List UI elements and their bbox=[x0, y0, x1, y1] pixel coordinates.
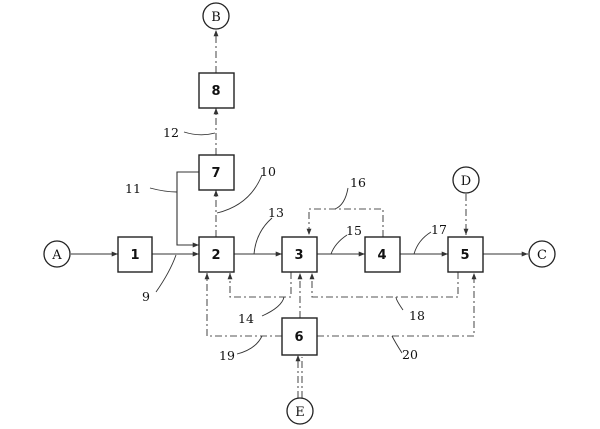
terminal-a: A bbox=[43, 240, 71, 268]
stream-label-9: 9 bbox=[142, 289, 150, 304]
line-stream-14 bbox=[227, 272, 292, 298]
unit-3: 3 bbox=[281, 236, 318, 273]
terminal-e: E bbox=[286, 397, 314, 425]
unit-8-label: 8 bbox=[211, 84, 220, 99]
terminal-b: B bbox=[202, 2, 230, 30]
terminal-b-label: B bbox=[211, 10, 221, 25]
unit-5-label: 5 bbox=[460, 248, 469, 263]
leader-14 bbox=[261, 296, 285, 317]
leader-15 bbox=[330, 234, 348, 255]
unit-2: 2 bbox=[198, 236, 235, 273]
unit-3-label: 3 bbox=[294, 248, 303, 263]
terminal-c: C bbox=[528, 240, 556, 268]
line-stream-16 bbox=[306, 208, 384, 237]
leader-9 bbox=[155, 254, 177, 293]
terminal-d-label: D bbox=[461, 174, 471, 189]
stream-label-11: 11 bbox=[125, 181, 141, 196]
unit-1-label: 1 bbox=[130, 248, 139, 263]
stream-label-18: 18 bbox=[409, 308, 425, 323]
unit-7: 7 bbox=[198, 154, 235, 191]
stream-label-19: 19 bbox=[219, 348, 235, 363]
unit-2-label: 2 bbox=[211, 248, 220, 263]
terminal-e-label: E bbox=[295, 405, 305, 420]
unit-1: 1 bbox=[117, 236, 153, 273]
unit-8: 8 bbox=[198, 72, 235, 109]
stream-label-20: 20 bbox=[402, 347, 418, 362]
unit-6: 6 bbox=[281, 317, 318, 356]
leader-19 bbox=[236, 335, 263, 355]
leader-13 bbox=[253, 217, 273, 255]
line-stream-19 bbox=[204, 273, 282, 337]
stream-label-17: 17 bbox=[431, 222, 447, 237]
leader-11 bbox=[149, 187, 178, 193]
unit-4-label: 4 bbox=[377, 248, 386, 263]
terminal-c-label: C bbox=[537, 248, 547, 263]
unit-6-label: 6 bbox=[294, 330, 303, 345]
unit-5: 5 bbox=[447, 236, 484, 273]
leader-12 bbox=[183, 131, 216, 136]
stream-label-13: 13 bbox=[268, 205, 284, 220]
unit-4: 4 bbox=[364, 236, 401, 273]
line-stream-20 bbox=[317, 273, 477, 337]
line-stream-11 bbox=[176, 171, 199, 248]
leader-16 bbox=[334, 187, 349, 210]
unit-7-label: 7 bbox=[211, 166, 220, 181]
terminal-d: D bbox=[452, 166, 480, 194]
stream-label-14: 14 bbox=[238, 311, 254, 326]
stream-label-12: 12 bbox=[163, 125, 179, 140]
stream-label-15: 15 bbox=[346, 223, 362, 238]
stream-label-16: 16 bbox=[350, 175, 366, 190]
stream-label-10: 10 bbox=[260, 164, 276, 179]
leader-20 bbox=[391, 335, 403, 354]
leader-17 bbox=[413, 231, 432, 255]
terminal-a-label: A bbox=[51, 248, 62, 263]
line-stream-18 bbox=[309, 272, 459, 298]
leader-10 bbox=[216, 174, 263, 214]
leader-18 bbox=[395, 296, 404, 311]
